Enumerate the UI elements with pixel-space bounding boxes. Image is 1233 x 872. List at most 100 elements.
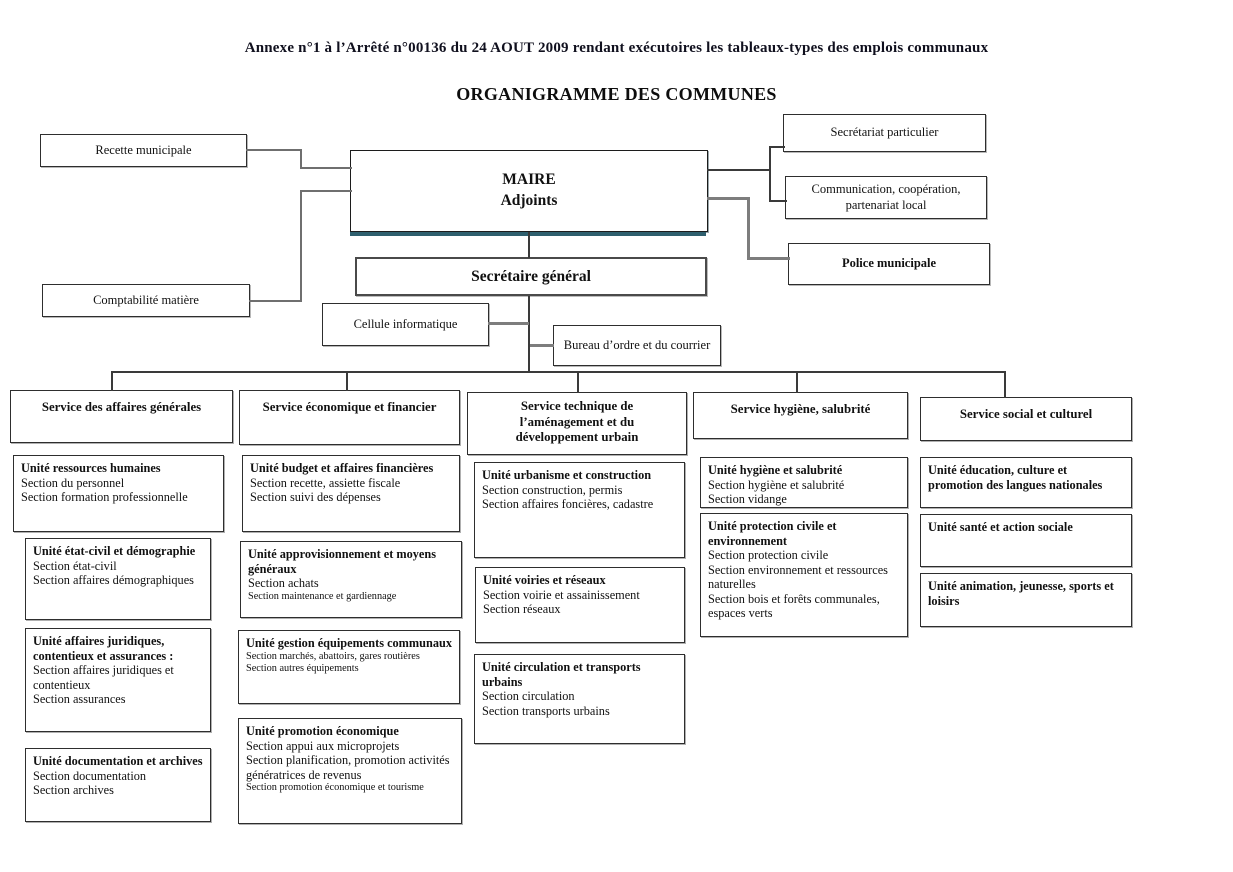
unit-title: Unité budget et affaires financières <box>250 461 434 475</box>
service-technique-urbain: Service technique de l’aménagement et du… <box>467 392 687 455</box>
connector-maire-right-h <box>707 169 771 171</box>
unit-section: Section affaires démographiques <box>33 573 194 587</box>
unit-title: Unité circulation et transports urbains <box>482 660 641 689</box>
unit-section: Section affaires juridiques et contentie… <box>33 663 174 692</box>
unit-sante-action-sociale: Unité santé et action sociale <box>920 514 1132 567</box>
box-recette-label: Recette municipale <box>95 142 192 157</box>
unit-section: Section bois et forêts communales, espac… <box>708 591 880 621</box>
connector-drop-service5 <box>1004 371 1006 398</box>
connector-maire-sg <box>528 232 530 258</box>
unit-voiries-reseaux: Unité voiries et réseaux Section voirie … <box>475 567 685 643</box>
connector-recette-h2 <box>300 167 352 169</box>
secretaire-general-label: Secrétaire général <box>471 267 591 285</box>
unit-title: Unité état-civil et démographie <box>33 544 196 558</box>
unit-title: Unité éducation, culture et promotion de… <box>928 463 1103 492</box>
box-police-municipale: Police municipale <box>788 243 990 285</box>
unit-protection-civile: Unité protection civile et environnement… <box>700 513 908 637</box>
unit-documentation-archives: Unité documentation et archives Section … <box>25 748 211 822</box>
unit-section: Section planification, promotion activit… <box>246 753 450 782</box>
connector-drop-service4 <box>796 371 798 393</box>
unit-section: Section documentation <box>33 768 147 783</box>
communication-label: Communication, coopération, partenariat … <box>811 181 961 212</box>
box-cellule-informatique: Cellule informatique <box>322 303 489 346</box>
service-affaires-generales: Service des affaires générales <box>10 390 233 443</box>
unit-urbanisme-construction: Unité urbanisme et construction Section … <box>474 462 685 558</box>
unit-section: Section état-civil <box>33 558 117 573</box>
unit-section: Section hygiène et salubrité <box>708 477 845 492</box>
box-communication: Communication, coopération, partenariat … <box>785 176 987 219</box>
unit-title: Unité animation, jeunesse, sports et loi… <box>928 579 1114 608</box>
unit-section: Section promotion économique et tourisme <box>246 782 424 793</box>
unit-title: Unité santé et action sociale <box>928 520 1073 534</box>
unit-section: Section achats <box>248 576 319 590</box>
unit-title: Unité affaires juridiques, contentieux e… <box>33 634 174 663</box>
unit-section: Section assurances <box>33 692 126 706</box>
cellule-informatique-label: Cellule informatique <box>353 316 458 331</box>
unit-approvisionnement: Unité approvisionnement et moyens généra… <box>240 541 462 618</box>
unit-section: Section voirie et assainissement <box>483 587 640 602</box>
bureau-ordre-label: Bureau d’ordre et du courrier <box>563 337 711 352</box>
connector-secretariat-v <box>769 146 771 202</box>
service-hygiene-salubrite: Service hygiène, salubrité <box>693 392 908 439</box>
unit-title: Unité protection civile et environnement <box>708 519 837 548</box>
unit-title: Unité approvisionnement et moyens généra… <box>248 547 436 576</box>
connector-services-bus <box>111 371 1006 373</box>
connector-comptabilite-h2 <box>300 190 352 192</box>
unit-section: Section circulation <box>482 689 575 703</box>
unit-section: Section affaires foncières, cadastre <box>482 497 654 511</box>
unit-section: Section suivi des dépenses <box>250 490 381 504</box>
unit-section: Section transports urbains <box>482 703 610 718</box>
connector-cellule <box>488 322 529 325</box>
unit-section: Section protection civile <box>708 548 829 562</box>
box-bureau-ordre: Bureau d’ordre et du courrier <box>553 325 721 366</box>
connector-recette-h1 <box>246 149 302 151</box>
connector-drop-service1 <box>111 371 113 391</box>
unit-section: Section du personnel <box>21 475 125 490</box>
box-recette-municipale: Recette municipale <box>40 134 247 167</box>
police-municipale-label: Police municipale <box>841 256 937 271</box>
box-secretaire-general: Secrétaire général <box>355 257 707 296</box>
unit-affaires-juridiques: Unité affaires juridiques, contentieux e… <box>25 628 211 732</box>
unit-title: Unité urbanisme et construction <box>482 468 652 482</box>
box-secretariat-particulier: Secrétariat particulier <box>783 114 986 152</box>
connector-comptabilite-v <box>300 190 302 302</box>
connector-communication-stub <box>769 200 787 202</box>
unit-section: Section autres équipements <box>246 662 359 674</box>
unit-section: Section construction, permis <box>482 482 623 497</box>
unit-section: Section environnement et ressources natu… <box>708 562 888 592</box>
unit-title: Unité ressources humaines <box>21 461 161 475</box>
unit-circulation-transports: Unité circulation et transports urbains … <box>474 654 685 744</box>
unit-title: Unité voiries et réseaux <box>483 573 606 587</box>
unit-gestion-equipements: Unité gestion équipements communaux Sect… <box>238 630 460 704</box>
unit-promotion-economique: Unité promotion économique Section appui… <box>238 718 462 824</box>
connector-comptabilite-h1 <box>249 300 302 302</box>
connector-drop-service2 <box>346 371 348 391</box>
box-maire-adjoints: MAIRE Adjoints <box>350 150 708 232</box>
document-title: Annexe n°1 à l’Arrêté n°00136 du 24 AOUT… <box>244 40 989 56</box>
chart-title: ORGANIGRAMME DES COMMUNES <box>456 84 777 104</box>
unit-ressources-humaines: Unité ressources humaines Section du per… <box>13 455 224 532</box>
service-social-culturel: Service social et culturel <box>920 397 1132 441</box>
unit-section: Section formation professionnelle <box>21 490 188 504</box>
connector-secretariat-stub <box>769 146 785 148</box>
unit-title: Unité promotion économique <box>246 724 399 738</box>
unit-title: Unité hygiène et salubrité <box>708 463 843 477</box>
unit-section: Section appui aux microprojets <box>246 738 400 753</box>
unit-title: Unité gestion équipements communaux <box>246 636 452 650</box>
unit-animation-jeunesse: Unité animation, jeunesse, sports et loi… <box>920 573 1132 627</box>
connector-recette-v <box>300 149 302 169</box>
service-economique-financier: Service économique et financier <box>239 390 460 445</box>
maire-label: MAIRE <box>502 171 556 189</box>
unit-section: Section marchés, abattoirs, gares routiè… <box>246 650 420 662</box>
unit-section: Section recette, assiette fiscale <box>250 475 401 490</box>
unit-budget-finances: Unité budget et affaires financières Sec… <box>242 455 460 532</box>
unit-etat-civil: Unité état-civil et démographie Section … <box>25 538 211 620</box>
unit-hygiene-salubrite: Unité hygiène et salubrité Section hygiè… <box>700 457 908 508</box>
unit-section: Section archives <box>33 783 114 797</box>
connector-police-v <box>747 197 750 259</box>
connector-bureau <box>530 344 554 347</box>
unit-section: Section maintenance et gardiennage <box>248 590 397 602</box>
unit-education-culture: Unité éducation, culture et promotion de… <box>920 457 1132 508</box>
connector-drop-service3 <box>577 371 579 393</box>
